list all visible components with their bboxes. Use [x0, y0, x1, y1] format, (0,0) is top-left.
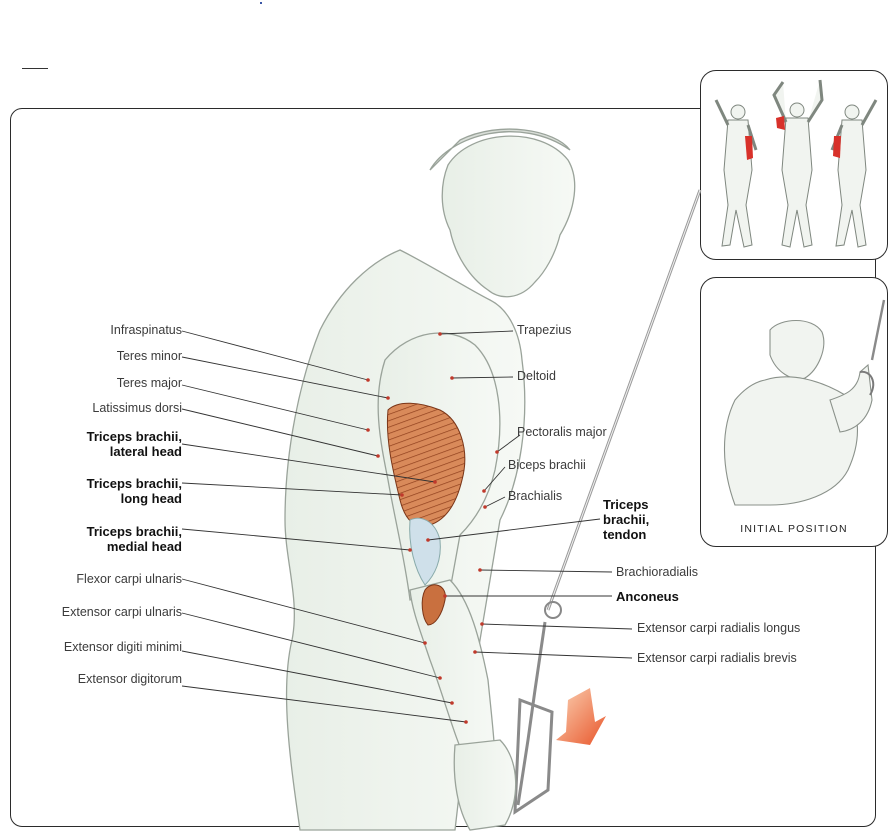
leader-lines	[181, 330, 633, 723]
initial-position-caption: INITIAL POSITION	[740, 523, 848, 535]
label-triceps-long-head: Triceps brachii, long head	[87, 476, 182, 506]
label-triceps-lateral-head: Triceps brachii, lateral head	[87, 429, 182, 459]
label-latissimus-dorsi: Latissimus dorsi	[92, 401, 182, 415]
muscle-map-figures	[714, 79, 878, 248]
label-triceps-tendon-line1: Triceps	[603, 497, 649, 512]
triceps-highlight	[386, 402, 466, 626]
label-triceps-lateral-head-line2: lateral head	[109, 444, 182, 459]
label-triceps-tendon-line3: tendon	[603, 527, 647, 542]
label-pectoralis-major: Pectoralis major	[517, 425, 607, 439]
label-teres-major: Teres major	[116, 376, 182, 390]
label-triceps-medial-head-line1: Triceps brachii,	[86, 524, 182, 539]
leader-dots	[366, 332, 499, 724]
figure-body	[284, 128, 576, 831]
label-flexor-carpi-ulnaris: Flexor carpi ulnaris	[76, 572, 182, 586]
pull-direction-arrow-icon	[556, 688, 606, 745]
label-extensor-carpi-radialis-longus: Extensor carpi radialis longus	[637, 621, 801, 635]
label-brachioradialis: Brachioradialis	[616, 565, 698, 579]
page-mark	[260, 2, 262, 4]
label-biceps-brachii: Biceps brachii	[508, 458, 586, 472]
label-extensor-carpi-radialis-brevis: Extensor carpi radialis brevis	[637, 651, 797, 665]
label-extensor-digitorum: Extensor digitorum	[77, 672, 182, 686]
label-triceps-long-head-line1: Triceps brachii,	[86, 476, 182, 491]
label-triceps-tendon: Triceps brachii, tendon	[603, 497, 649, 542]
cable	[513, 189, 702, 815]
label-extensor-carpi-ulnaris: Extensor carpi ulnaris	[61, 605, 182, 619]
label-deltoid: Deltoid	[517, 369, 556, 383]
label-extensor-digiti-minimi: Extensor digiti minimi	[63, 640, 182, 654]
label-teres-minor: Teres minor	[116, 349, 182, 363]
label-triceps-medial-head: Triceps brachii, medial head	[87, 524, 182, 554]
label-triceps-lateral-head-line1: Triceps brachii,	[86, 429, 182, 444]
label-infraspinatus: Infraspinatus	[110, 323, 182, 337]
label-anconeus: Anconeus	[616, 589, 679, 604]
label-triceps-medial-head-line2: medial head	[106, 539, 182, 554]
initial-position-figure	[723, 299, 886, 506]
label-brachialis: Brachialis	[508, 489, 563, 503]
label-triceps-long-head-line2: long head	[120, 491, 182, 506]
label-triceps-tendon-line2: brachii,	[603, 512, 650, 527]
top-rule	[22, 68, 48, 69]
label-trapezius: Trapezius	[517, 323, 572, 337]
